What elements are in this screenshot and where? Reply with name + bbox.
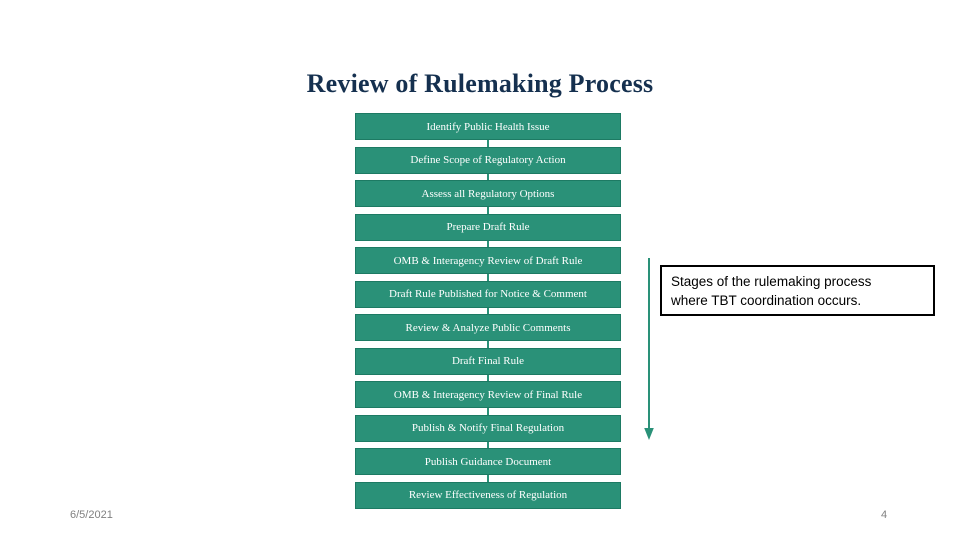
flow-step-label: Draft Rule Published for Notice & Commen… <box>389 288 587 300</box>
flow-step-label: Review Effectiveness of Regulation <box>408 489 568 501</box>
flow-step-box[interactable]: Prepare Draft Rule <box>355 213 621 241</box>
flow-step-box[interactable]: Define Scope of Regulatory Action <box>355 146 621 174</box>
flow-connector-icon <box>487 207 489 214</box>
flow-step[interactable]: Assess all Regulatory Options <box>355 180 621 214</box>
footer-date: 6/5/2021 <box>70 509 113 521</box>
flow-step-box[interactable]: Assess all Regulatory Options <box>355 180 621 207</box>
down-arrow-icon <box>644 258 654 440</box>
flow-step-box[interactable]: Publish & Notify Final Regulation <box>355 414 621 442</box>
flow-connector-icon <box>487 341 489 348</box>
flow-step-label: Publish Guidance Document <box>424 455 552 468</box>
flow-connector-icon <box>487 240 489 247</box>
flow-step[interactable]: Identify Public Health Issue <box>355 113 621 147</box>
rulemaking-process-flowchart: Identify Public Health Issue Define Scop… <box>355 113 621 515</box>
flow-step-label: Define Scope of Regulatory Action <box>410 154 566 166</box>
flow-step[interactable]: Define Scope of Regulatory Action <box>355 146 621 180</box>
flow-step-label: OMB & Interagency Review of Draft Rule <box>393 254 583 267</box>
page-title: Review of Rulemaking Process <box>306 69 654 98</box>
tbt-coordination-callout: Stages of the rulemaking process where T… <box>660 265 935 316</box>
callout-line-1: Stages of the rulemaking process <box>671 273 872 289</box>
flow-step[interactable]: OMB & Interagency Review of Final Rule <box>355 381 621 415</box>
flow-connector-icon <box>487 140 489 147</box>
flow-step-label: Prepare Draft Rule <box>446 221 530 233</box>
flow-connector-icon <box>487 274 489 281</box>
flow-connector-icon <box>487 408 489 415</box>
flow-step-label: Review & Analyze Public Comments <box>405 321 571 334</box>
flow-step[interactable]: Publish Guidance Document <box>355 448 621 482</box>
flow-step[interactable]: Publish & Notify Final Regulation <box>355 414 621 448</box>
flow-step[interactable]: Prepare Draft Rule <box>355 213 621 247</box>
flow-connector-icon <box>487 441 489 448</box>
flow-step-box[interactable]: Draft Rule Published for Notice & Commen… <box>355 280 621 308</box>
flow-step-box[interactable]: OMB & Interagency Review of Final Rule <box>355 381 621 408</box>
flow-step-box[interactable]: Identify Public Health Issue <box>355 113 621 140</box>
flow-step-label: Publish & Notify Final Regulation <box>411 422 565 434</box>
flow-step-box[interactable]: Publish Guidance Document <box>355 448 621 475</box>
flow-step[interactable]: Review & Analyze Public Comments <box>355 314 621 348</box>
flow-step[interactable]: Draft Final Rule <box>355 347 621 381</box>
flow-step-label: Assess all Regulatory Options <box>421 187 555 200</box>
flow-step-box[interactable]: Draft Final Rule <box>355 347 621 375</box>
flow-step-label: Identify Public Health Issue <box>426 120 550 133</box>
flow-step-label: Draft Final Rule <box>451 355 525 367</box>
flow-step-box[interactable]: Review Effectiveness of Regulation <box>355 481 621 509</box>
flow-step[interactable]: OMB & Interagency Review of Draft Rule <box>355 247 621 281</box>
flow-step[interactable]: Review Effectiveness of Regulation <box>355 481 621 509</box>
flow-step[interactable]: Draft Rule Published for Notice & Commen… <box>355 280 621 314</box>
flow-step-box[interactable]: OMB & Interagency Review of Draft Rule <box>355 247 621 274</box>
flow-connector-icon <box>487 374 489 381</box>
callout-line-2: where TBT coordination occurs. <box>671 292 862 308</box>
flow-step-label: OMB & Interagency Review of Final Rule <box>393 388 583 401</box>
footer-page-number: 4 <box>880 509 888 521</box>
flow-connector-icon <box>487 307 489 314</box>
flow-connector-icon <box>487 173 489 180</box>
flow-connector-icon <box>487 475 489 482</box>
flow-step-box[interactable]: Review & Analyze Public Comments <box>355 314 621 341</box>
